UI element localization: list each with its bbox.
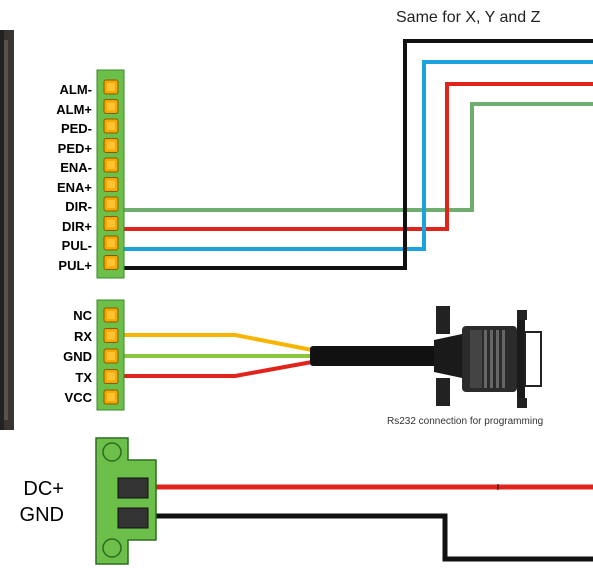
pin-label: DIR-	[65, 199, 92, 214]
pin-label: RX	[73, 328, 92, 344]
motor-terminal-pin-inner	[107, 258, 115, 267]
motor-pin-labels: ALM- ALM+ PED- PED+ ENA- ENA+ DIR- DIR+ …	[30, 80, 92, 275]
serial-terminal-pin-inner	[107, 393, 115, 401]
pin-label: DC+	[23, 478, 64, 500]
motor-terminal-pin-inner	[107, 239, 115, 247]
pin-label: GND	[63, 349, 92, 364]
gnd-screw	[117, 507, 149, 529]
pin-label: ENA-	[60, 160, 92, 175]
motor-terminal-block	[96, 69, 125, 279]
pin-label: DIR+	[62, 218, 92, 234]
pin-label: ALM+	[56, 101, 92, 117]
serial-terminal-pin-inner	[107, 372, 115, 381]
motor-terminal-pin-inner	[107, 219, 115, 228]
pin-label: GND	[19, 504, 64, 526]
wire-pul-plus-black	[118, 39, 593, 270]
serial-terminal-pin-inner	[107, 311, 115, 319]
wire-pul-minus-blue	[118, 60, 593, 251]
power-pin-labels: DC+ GND	[2, 476, 64, 528]
serial-terminal-pin-inner	[107, 331, 115, 340]
motor-terminal-pin-inner	[107, 200, 115, 208]
pin-label: PED-	[60, 121, 92, 136]
serial-pin-labels: NC RX GND TX VCC	[30, 306, 92, 409]
serial-wires	[118, 333, 313, 378]
pin-label: ENA+	[56, 179, 92, 195]
motor-terminal-pin-inner	[107, 83, 115, 91]
pin-label: ALM-	[59, 82, 93, 97]
db9-connector	[436, 306, 542, 408]
motor-terminal-pin-inner	[107, 141, 115, 150]
power-wires	[155, 484, 593, 562]
wire-dir-minus-green	[118, 102, 593, 212]
board-edge	[0, 30, 14, 430]
pin-label: NC	[73, 308, 92, 323]
motor-terminal-pin-inner	[107, 102, 115, 111]
rs232-caption: Rs232 connection for programming	[387, 416, 544, 427]
wire-dir-plus-red	[118, 82, 593, 231]
wire-rx-yellow	[118, 333, 313, 352]
caption-axes: Same for X, Y and Z	[396, 9, 541, 26]
rs232-cable	[310, 334, 462, 378]
motor-terminal-pin-inner	[107, 161, 115, 169]
pin-label: PUL-	[61, 238, 92, 253]
wire-gnd-black	[155, 513, 593, 562]
wire-tx-red	[118, 360, 313, 378]
motor-wires	[118, 39, 593, 270]
dc-plus-screw	[117, 477, 149, 499]
motor-terminal-pin-inner	[107, 180, 115, 189]
pin-label: PUL+	[58, 257, 92, 273]
serial-terminal-block	[96, 299, 125, 411]
serial-terminal-pin-inner	[107, 352, 115, 360]
pin-label: TX	[75, 369, 92, 385]
motor-terminal-pin-inner	[107, 122, 115, 130]
pin-label: PED+	[57, 140, 92, 156]
pin-label: VCC	[64, 390, 92, 405]
power-terminal-block	[95, 437, 157, 565]
